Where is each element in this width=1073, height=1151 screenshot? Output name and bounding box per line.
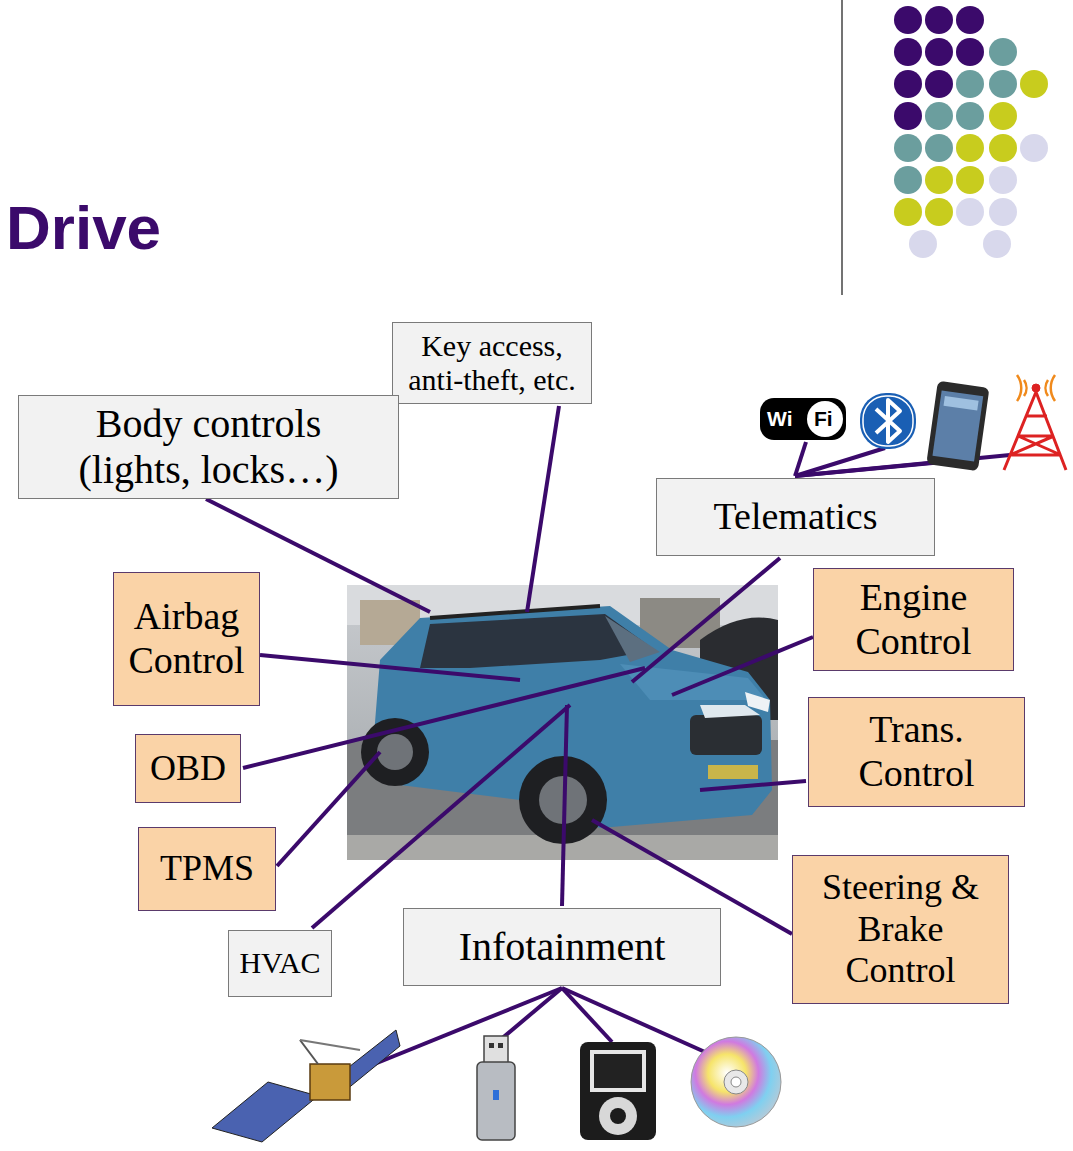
divider-line <box>841 0 843 295</box>
leader-lines <box>206 406 1010 1082</box>
system-box: Body controls (lights, locks…) <box>18 395 399 499</box>
radio-tower <box>1004 375 1066 470</box>
box-label: HVAC <box>239 946 320 981</box>
system-box: HVAC <box>228 930 332 997</box>
decor-dots <box>894 6 1048 258</box>
box-label: Telematics <box>713 495 877 539</box>
bluetooth-icon <box>860 393 916 449</box>
usb-stick <box>477 1036 515 1140</box>
system-box: Key access, anti-theft, etc. <box>392 322 592 404</box>
control-unit-box: Trans. Control <box>808 697 1025 807</box>
ipod-icon <box>580 1042 656 1140</box>
system-box: Telematics <box>656 478 935 556</box>
box-label: Infotainment <box>459 924 666 970</box>
box-label: OBD <box>150 748 226 789</box>
slide-title: Drive <box>6 192 161 263</box>
system-box: Infotainment <box>403 908 721 986</box>
control-unit-box: Engine Control <box>813 568 1014 671</box>
satellite-icon <box>212 1030 400 1142</box>
box-label: TPMS <box>160 848 254 889</box>
box-label: Engine Control <box>824 576 1004 663</box>
control-unit-box: TPMS <box>138 827 276 911</box>
logo-text: Wi <box>767 408 792 429</box>
box-label: Airbag Control <box>122 595 251 682</box>
wifi-logo <box>760 398 846 440</box>
box-label: Key access, anti-theft, etc. <box>402 329 582 398</box>
box-label: Body controls (lights, locks…) <box>44 401 374 493</box>
cd-icon <box>691 1037 781 1127</box>
control-unit-box: Airbag Control <box>113 572 260 706</box>
phone-icon <box>926 381 989 471</box>
control-unit-box: Steering & Brake Control <box>792 855 1009 1004</box>
control-unit-box: OBD <box>135 734 241 803</box>
logo-text: Fi <box>814 408 833 429</box>
box-label: Trans. Control <box>837 708 997 795</box>
box-label: Steering & Brake Control <box>801 867 1000 991</box>
